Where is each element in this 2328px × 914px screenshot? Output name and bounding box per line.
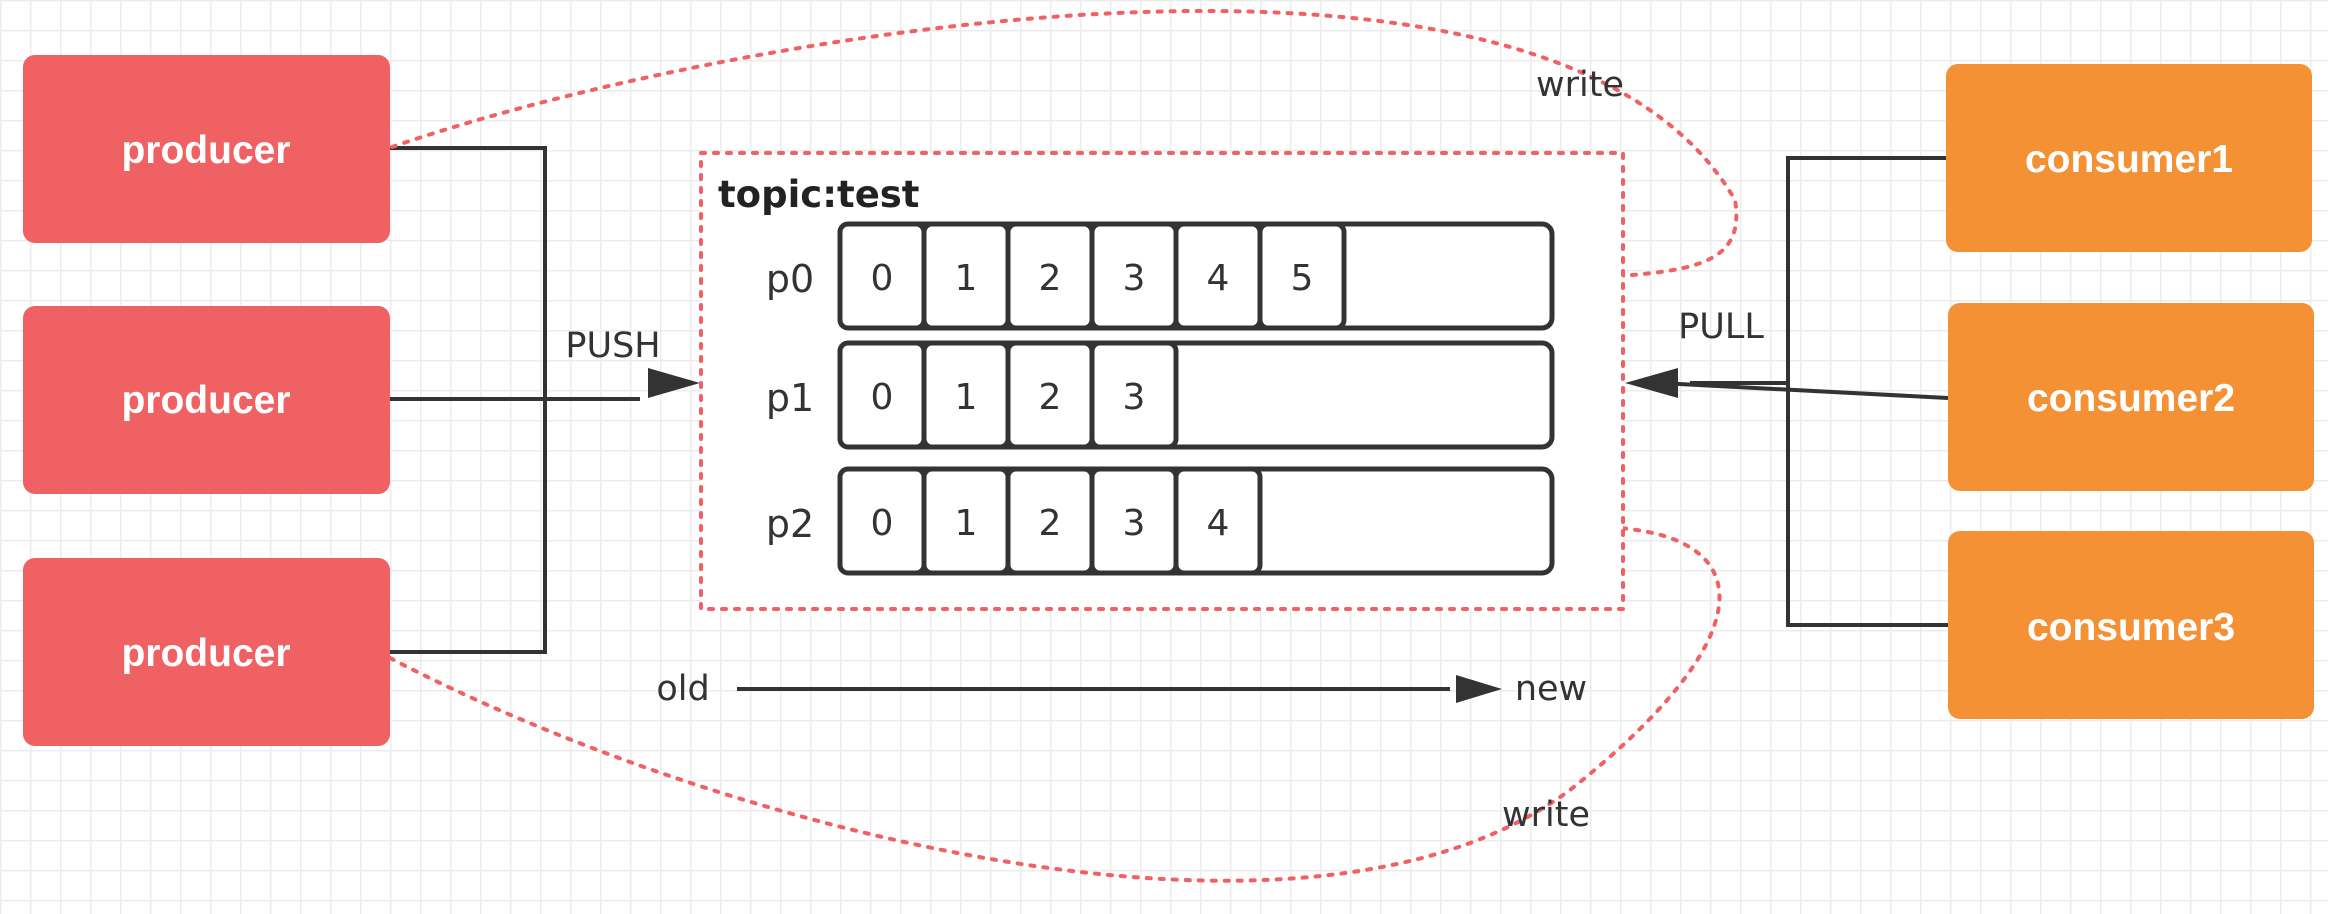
producer-box[interactable]: [23, 558, 390, 746]
producer-label: producer: [121, 129, 290, 172]
consumer-box[interactable]: [1946, 64, 2312, 252]
write-curve-top: [390, 9, 1739, 278]
offset-cell: [1089, 340, 1179, 450]
pull-line-stub: [1659, 381, 1949, 400]
partitions: 0 1 2 3 4 5 p0 0 1 2 3 p1 0 1 2 3 4 p2: [766, 221, 1555, 576]
timeline-old-label: old: [656, 669, 709, 709]
producer-box[interactable]: [23, 55, 390, 243]
producer-label: producer: [121, 379, 290, 422]
timeline-arrowhead: [1456, 675, 1502, 703]
offset-label: 1: [955, 258, 978, 299]
offset-label: 3: [1123, 377, 1146, 418]
partition-label: p1: [766, 376, 814, 420]
consumer-label: consumer2: [2027, 377, 2235, 420]
offset-label: 0: [871, 258, 894, 299]
offset-label: 5: [1291, 258, 1314, 299]
pull-label: PULL: [1678, 307, 1764, 347]
consumer-label: consumer1: [2025, 138, 2233, 181]
offset-label: 2: [1039, 377, 1062, 418]
write-label-top: write: [1536, 65, 1624, 105]
consumer-3[interactable]: consumer3: [1948, 531, 2314, 719]
offset-cell: [1257, 221, 1347, 331]
write-curves: [388, 9, 1739, 883]
offset-label: 2: [1039, 258, 1062, 299]
offset-label: 3: [1123, 258, 1146, 299]
consumer-label: consumer3: [2027, 606, 2235, 649]
partition-row-p2: 0 1 2 3 4 p2: [766, 466, 1555, 576]
topic-title: topic:test: [718, 173, 920, 216]
producer-label: producer: [121, 632, 290, 675]
offset-label: 3: [1123, 503, 1146, 544]
timeline-new-label: new: [1515, 669, 1587, 709]
producer-2[interactable]: producer: [23, 306, 390, 494]
offset-label: 0: [871, 377, 894, 418]
producer-box[interactable]: [23, 306, 390, 494]
offset-label: 1: [955, 377, 978, 418]
push-arrowhead: [648, 368, 700, 398]
offset-label: 4: [1207, 503, 1230, 544]
offset-label: 1: [955, 503, 978, 544]
consumer-box[interactable]: [1948, 531, 2314, 719]
pull-arrowhead: [1625, 368, 1678, 398]
offset-label: 0: [871, 503, 894, 544]
partition-row-p1: 0 1 2 3 p1: [766, 340, 1555, 450]
offset-cell: [1173, 466, 1263, 576]
write-label-bottom: write: [1502, 795, 1590, 835]
write-curve-bottom: [388, 526, 1722, 883]
producer-1[interactable]: producer: [23, 55, 390, 243]
consumer-2[interactable]: consumer2: [1948, 303, 2314, 491]
partition-label: p0: [766, 257, 814, 301]
producer-3[interactable]: producer: [23, 558, 390, 746]
producer-connectors: [390, 146, 640, 654]
partition-label: p2: [766, 502, 814, 546]
offset-label: 4: [1207, 258, 1230, 299]
consumer-connectors: [1659, 156, 1950, 627]
consumer-box[interactable]: [1948, 303, 2314, 491]
consumer-1[interactable]: consumer1: [1946, 64, 2312, 252]
offset-label: 2: [1039, 503, 1062, 544]
push-label: PUSH: [565, 326, 660, 366]
partition-row-p0: 0 1 2 3 4 5 p0: [766, 221, 1555, 331]
